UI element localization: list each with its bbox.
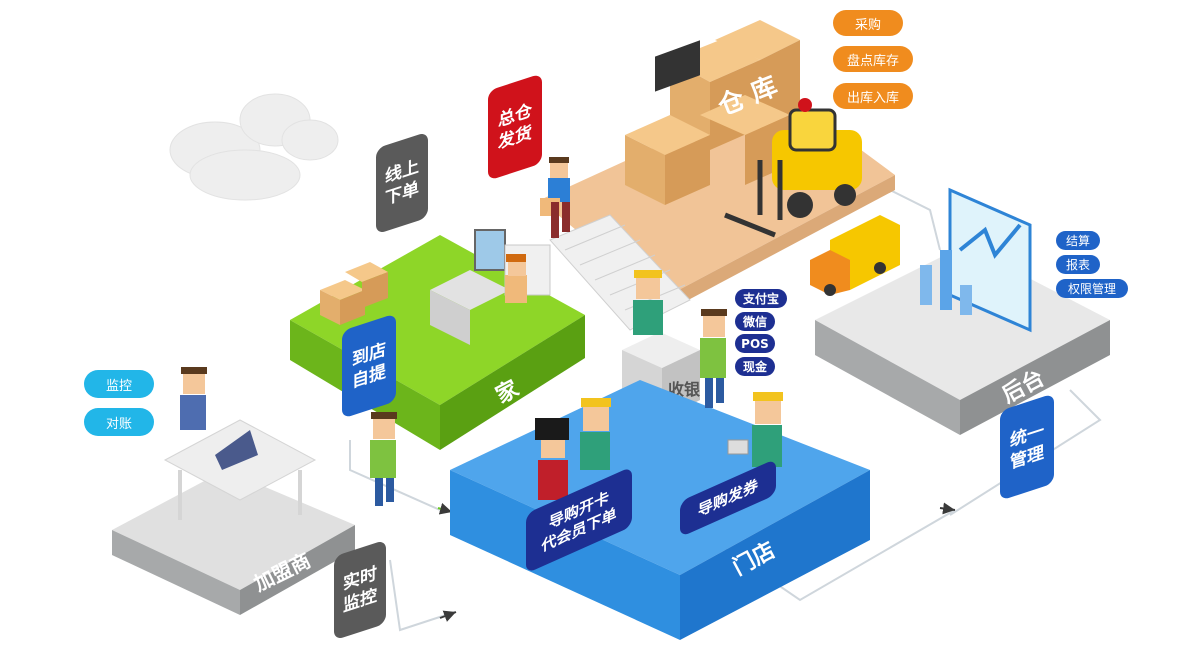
payment-pill-wechat: 微信 [735, 312, 775, 331]
task-pill-purchase: 采购 [833, 10, 903, 36]
arrow-icon [439, 610, 457, 622]
forklift-icon [724, 98, 862, 238]
person-icon [633, 270, 663, 335]
payment-pill-cash: 现金 [735, 357, 775, 376]
backend-pill-report: 报表 [1056, 255, 1100, 274]
cloud-icon [169, 93, 339, 201]
dashboard-screen-icon [920, 187, 1032, 333]
task-pill-inout: 出库入库 [833, 83, 913, 109]
franchise-pill-reconcile: 对账 [84, 408, 154, 436]
payment-pill-pos: POS [735, 334, 775, 353]
tag-realtime-monitor: 实时 监控 [334, 539, 386, 641]
backend-pill-settlement: 结算 [1056, 231, 1100, 250]
task-pill-inventory: 盘点库存 [833, 46, 913, 72]
arrow-icon [939, 502, 956, 515]
franchise-pill-monitor: 监控 [84, 370, 154, 398]
home-desk [320, 229, 551, 345]
person-icon [700, 309, 727, 408]
person-icon [727, 392, 783, 467]
tag-unified-mgmt: 统一 管理 [1000, 393, 1054, 501]
store-platform [450, 380, 870, 640]
cargo-boxes [625, 20, 800, 205]
person-icon [180, 367, 207, 430]
person-icon [535, 418, 569, 500]
payment-pill-alipay: 支付宝 [735, 289, 787, 308]
backend-platform [815, 245, 1110, 435]
tag-online-order: 线上 下单 [376, 131, 428, 235]
person-icon [540, 157, 570, 238]
franchise-platform [112, 419, 355, 615]
arrow-icon [437, 502, 453, 515]
backend-pill-permission: 权限管理 [1056, 279, 1128, 298]
person-icon [370, 412, 397, 506]
person-icon [505, 254, 527, 303]
truck-icon [810, 215, 900, 296]
person-icon [580, 398, 611, 470]
tag-pickup: 到店 自提 [342, 313, 396, 419]
tag-hq-ship: 总仓 发货 [488, 73, 542, 181]
